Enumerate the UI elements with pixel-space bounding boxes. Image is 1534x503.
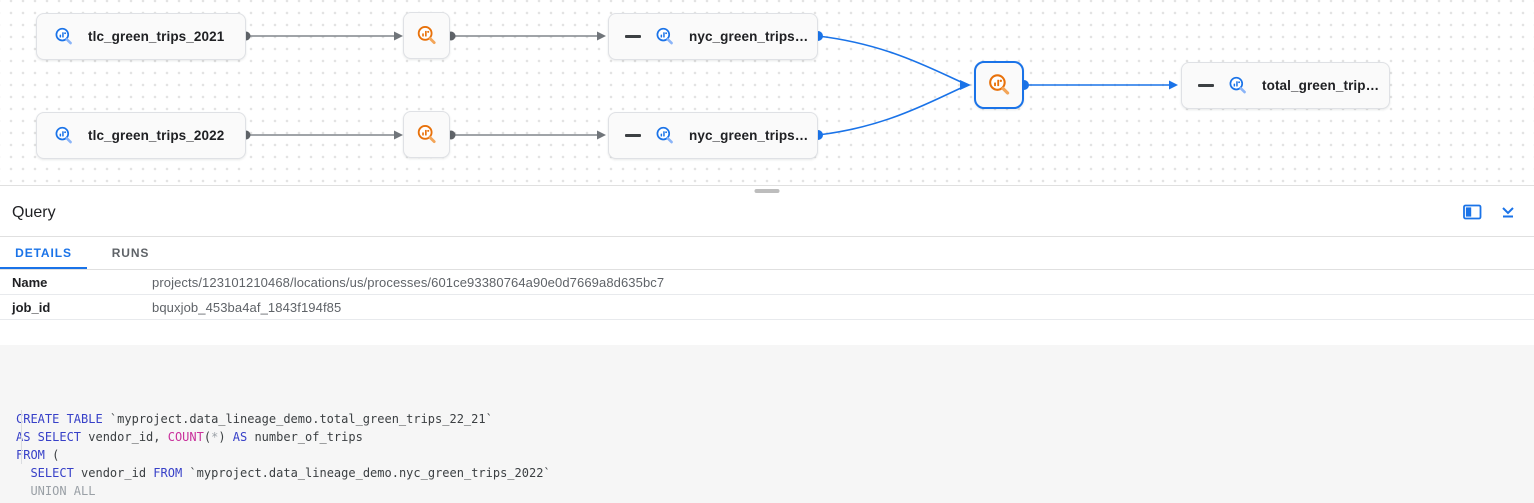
collapse-icon[interactable] bbox=[1198, 84, 1214, 87]
open-side-panel-button[interactable] bbox=[1463, 204, 1482, 223]
collapse-panel-button[interactable] bbox=[1500, 204, 1516, 223]
process-node-top[interactable] bbox=[403, 12, 450, 59]
node-label: nyc_green_trips… bbox=[689, 29, 809, 44]
process-search-icon bbox=[415, 24, 439, 48]
node-tlc-green-trips-2022[interactable]: tlc_green_trips_2022 bbox=[36, 112, 246, 159]
collapse-icon[interactable] bbox=[625, 35, 641, 38]
tab-runs[interactable]: RUNS bbox=[111, 246, 150, 260]
node-tlc-green-trips-2021[interactable]: tlc_green_trips_2021 bbox=[36, 13, 246, 60]
detail-row-name: Name projects/123101210468/locations/us/… bbox=[0, 270, 1534, 295]
detail-value: projects/123101210468/locations/us/proce… bbox=[152, 274, 665, 290]
indent-guide bbox=[21, 410, 22, 464]
node-total-green-trips[interactable]: total_green_trip… bbox=[1181, 62, 1390, 109]
code-line: UNION ALL bbox=[30, 484, 96, 498]
code-line: AS SELECT vendor_id, COUNT(*) AS number_… bbox=[16, 430, 363, 444]
panel-title: Query bbox=[12, 204, 56, 221]
process-node-bottom[interactable] bbox=[403, 111, 450, 158]
sql-query-code: CREATE TABLE `myproject.data_lineage_dem… bbox=[0, 345, 1534, 503]
node-nyc-green-trips-top[interactable]: nyc_green_trips… bbox=[608, 13, 818, 60]
collapse-icon[interactable] bbox=[625, 134, 641, 137]
detail-label: Name bbox=[12, 274, 48, 290]
dock-side-panel-icon bbox=[1463, 204, 1482, 223]
details-table: Name projects/123101210468/locations/us/… bbox=[0, 270, 1534, 320]
node-label: tlc_green_trips_2021 bbox=[88, 29, 225, 44]
query-details-panel: Query DETAILS R bbox=[0, 186, 1534, 503]
tab-details[interactable]: DETAILS bbox=[0, 237, 87, 269]
panel-header: Query bbox=[0, 186, 1534, 237]
node-label: tlc_green_trips_2022 bbox=[88, 128, 225, 143]
lineage-graph[interactable]: tlc_green_trips_2021 tlc_green_trips_202… bbox=[0, 0, 1534, 186]
panel-resize-handle[interactable] bbox=[754, 189, 780, 193]
code-line: SELECT vendor_id FROM `myproject.data_li… bbox=[30, 466, 551, 480]
table-search-icon bbox=[53, 26, 75, 48]
table-search-icon bbox=[53, 125, 75, 147]
table-search-icon bbox=[654, 26, 676, 48]
node-label: nyc_green_trips… bbox=[689, 128, 809, 143]
table-search-icon bbox=[654, 125, 676, 147]
node-label: total_green_trip… bbox=[1262, 78, 1380, 93]
detail-value: bquxjob_453ba4af_1843f194f85 bbox=[152, 299, 342, 315]
process-search-icon bbox=[986, 72, 1013, 99]
process-search-icon bbox=[415, 123, 439, 147]
table-search-icon bbox=[1227, 75, 1249, 97]
process-node-selected[interactable] bbox=[974, 61, 1024, 109]
detail-label: job_id bbox=[12, 299, 51, 315]
code-line: CREATE TABLE `myproject.data_lineage_dem… bbox=[16, 412, 493, 426]
node-nyc-green-trips-bottom[interactable]: nyc_green_trips… bbox=[608, 112, 818, 159]
collapse-down-icon bbox=[1500, 204, 1516, 223]
detail-row-job-id: job_id bquxjob_453ba4af_1843f194f85 bbox=[0, 295, 1534, 320]
code-line: FROM ( bbox=[16, 448, 60, 462]
panel-tabs: DETAILS RUNS bbox=[0, 237, 1534, 270]
